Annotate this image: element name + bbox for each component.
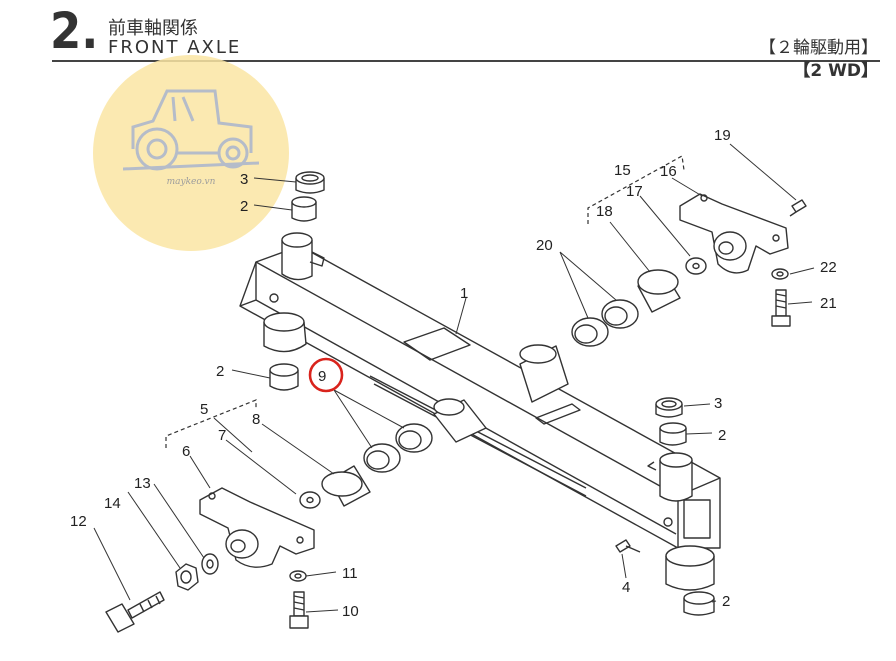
- bushing-2-left-lower: [269, 363, 299, 391]
- section-number: 2.: [50, 2, 99, 60]
- tractor-icon: [123, 89, 259, 171]
- bolt-10: [289, 591, 309, 629]
- bushing-2-left-top: [291, 196, 317, 222]
- callout-15: 15: [614, 162, 631, 179]
- callout-7: 7: [218, 427, 226, 444]
- right-kingpin-boss: [647, 452, 693, 502]
- bolt-21: [771, 289, 791, 327]
- bracket-16: [679, 193, 789, 274]
- callout-18: 18: [596, 203, 613, 220]
- drive-type-english: 【2 WD】: [793, 61, 878, 81]
- bushing-2-right-top: [659, 422, 687, 446]
- watermark-logo: maykeo.vn: [93, 55, 289, 251]
- callout-3-right: 3: [714, 395, 722, 412]
- washer-7: [299, 491, 321, 509]
- callout-14: 14: [104, 495, 121, 512]
- bracket-6: [199, 487, 315, 568]
- seal-3-left-top: [295, 171, 325, 194]
- callout-19: 19: [714, 127, 731, 144]
- callout-11: 11: [342, 565, 358, 582]
- bushing-8: [321, 465, 371, 507]
- callout-2-left-lower: 2: [216, 363, 224, 380]
- callout-1: 1: [460, 285, 468, 302]
- bushing-18: [637, 269, 681, 313]
- callout-3-left: 3: [240, 171, 248, 188]
- watermark-text: maykeo.vn: [166, 177, 216, 187]
- bolt-12: [105, 591, 165, 633]
- washer-11: [289, 570, 307, 582]
- assembly-bracket-15: [587, 155, 685, 224]
- grease-nipple-4: [615, 539, 641, 553]
- bushing-2-right-lower: [683, 591, 715, 616]
- callout-16: 16: [660, 163, 677, 180]
- highlight-circle-part-9: [308, 357, 344, 393]
- ring-9-inner: [395, 423, 433, 453]
- grease-nipple-19: [789, 199, 807, 217]
- washer-13: [201, 553, 219, 575]
- callout-6: 6: [182, 443, 190, 460]
- washer-17: [685, 257, 707, 275]
- assembly-bracket-5: [165, 399, 257, 448]
- left-kingpin-boss: [281, 232, 325, 281]
- washer-22: [771, 268, 789, 280]
- callout-20: 20: [536, 237, 553, 254]
- callout-8: 8: [252, 411, 260, 428]
- callout-5: 5: [200, 401, 208, 418]
- page-header: 2. 前車軸関係 FRONT AXLE 【２輪駆動用】 【2 WD】: [0, 0, 896, 81]
- header-rule: [52, 60, 880, 62]
- callout-9: 9: [318, 368, 326, 385]
- callout-12: 12: [70, 513, 87, 530]
- right-kingpin-lower: [665, 545, 715, 591]
- nut-14: [175, 563, 199, 591]
- callout-4: 4: [622, 579, 630, 596]
- drive-type-japanese: 【２輪駆動用】: [759, 38, 878, 58]
- callout-2-right-lower: 2: [722, 593, 730, 610]
- ring-9-outer: [363, 443, 401, 473]
- callout-2-right-top: 2: [718, 427, 726, 444]
- seal-3-right: [655, 397, 683, 418]
- callout-17: 17: [626, 183, 643, 200]
- callout-10: 10: [342, 603, 359, 620]
- callout-22: 22: [820, 259, 837, 276]
- callout-21: 21: [820, 295, 837, 312]
- callout-13: 13: [134, 475, 151, 492]
- ring-20-inner: [601, 299, 639, 329]
- ring-20-outer: [571, 317, 609, 347]
- title-japanese: 前車軸関係: [108, 18, 198, 39]
- left-kingpin-lower: [263, 312, 307, 353]
- center-shaft: [433, 344, 569, 443]
- title-english: FRONT AXLE: [108, 37, 242, 58]
- callout-2-left-top: 2: [240, 198, 248, 215]
